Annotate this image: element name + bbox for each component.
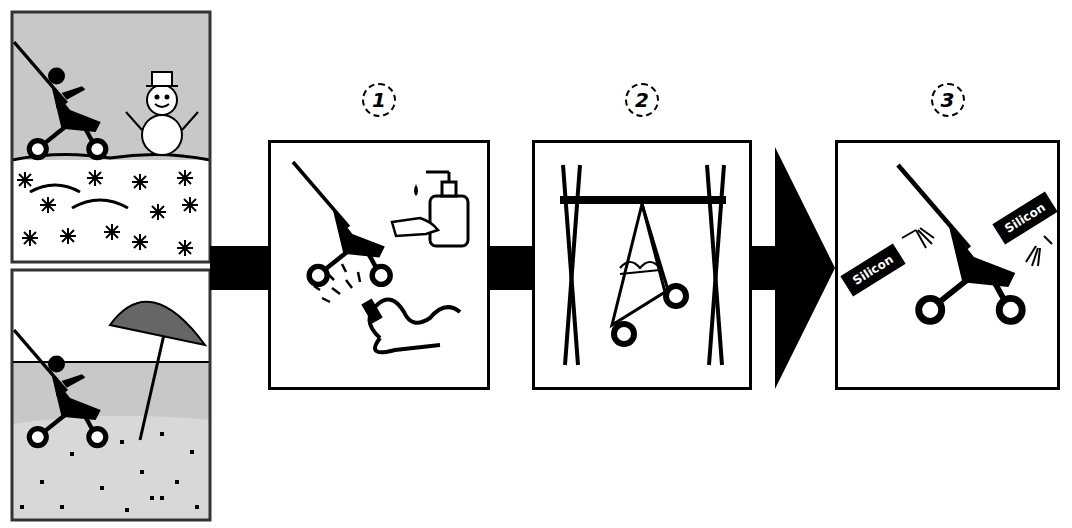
step-number: 1	[362, 83, 396, 117]
connector-bar	[210, 246, 268, 290]
connector-bar	[490, 246, 532, 290]
step-number: 2	[625, 83, 659, 117]
lubricate-illustration	[898, 165, 1052, 321]
spray-can-label: Silicon	[840, 243, 905, 296]
snowman	[126, 72, 198, 155]
block-arrow	[752, 147, 835, 389]
dry-illustration	[560, 165, 726, 365]
spray-can-label: Silicon	[992, 191, 1057, 244]
beach-panel	[12, 270, 210, 520]
snow-panel	[12, 12, 210, 262]
wash-illustration	[293, 162, 468, 352]
step-box: 1	[268, 140, 490, 390]
step-box: 2	[532, 140, 752, 390]
step-number: 3	[931, 83, 965, 117]
